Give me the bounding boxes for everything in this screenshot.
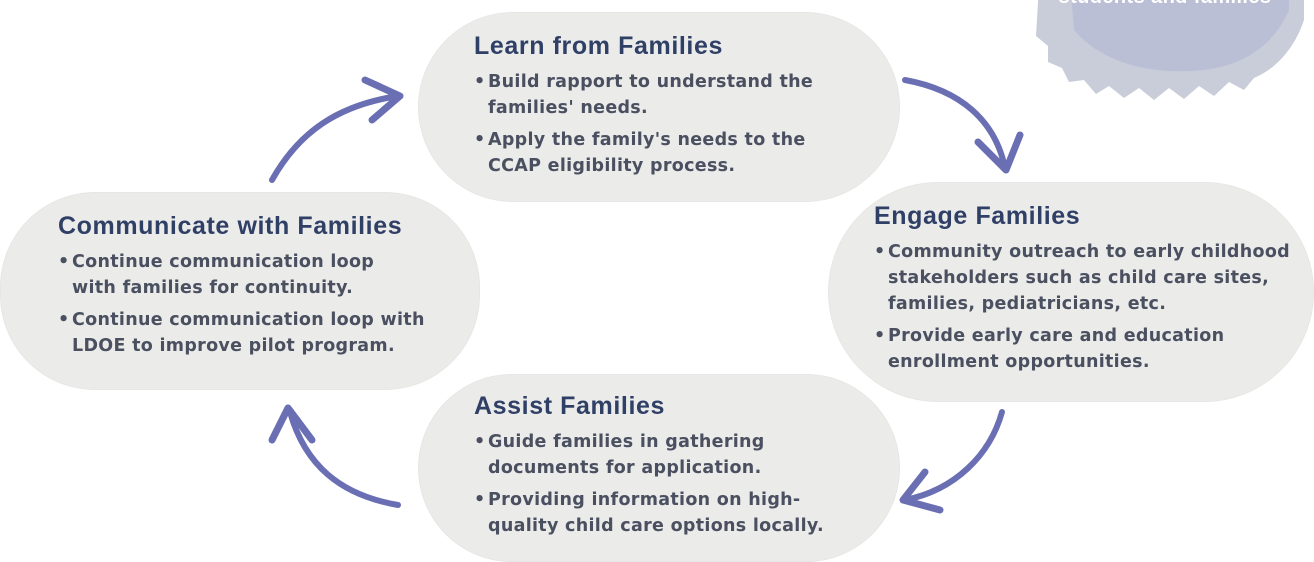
- badge-seal: [1036, 0, 1304, 100]
- node-bullets: Guide families in gathering documents fo…: [474, 429, 874, 539]
- bullet: Guide families in gathering documents fo…: [474, 429, 818, 481]
- node-title: Communicate with Families: [58, 212, 403, 240]
- node-bullets: Continue communication loop with familie…: [58, 249, 458, 359]
- bullet: Community outreach to early childhood st…: [874, 239, 1314, 317]
- node-bullets: Community outreach to early childhood st…: [874, 239, 1314, 375]
- bullet: Apply the family's needs to the CCAP eli…: [474, 127, 848, 179]
- node-assist-families: Assist Families Guide families in gather…: [418, 374, 900, 562]
- node-bullets: Build rapport to understand the families…: [474, 69, 844, 179]
- node-engage-families: Engage Families Community outreach to ea…: [828, 182, 1314, 402]
- arrow-head: [899, 468, 944, 514]
- node-title: Engage Families: [874, 202, 1081, 230]
- bullet: Providing information on high-quality ch…: [474, 487, 868, 539]
- node-communicate-with-families: Communicate with Families Continue commu…: [0, 192, 480, 390]
- node-learn-from-families: Learn from Families Build rapport to und…: [418, 12, 900, 202]
- bullet: Build rapport to understand the families…: [474, 69, 828, 121]
- arrow-head: [268, 404, 316, 444]
- node-title: Assist Families: [474, 392, 666, 420]
- arrow-learn-to-engage: [902, 77, 1008, 171]
- arrow-head: [974, 131, 1024, 174]
- bullet: Continue communication loop with familie…: [58, 249, 412, 301]
- arrow-head: [361, 76, 404, 124]
- arrow-engage-to-assist: [902, 409, 1005, 503]
- bullet: Continue communication loop with LDOE to…: [58, 307, 452, 359]
- arrow-communicate-to-learn: [269, 93, 401, 183]
- badge-text: students and families: [1040, 0, 1290, 9]
- arrow-assist-to-communicate: [287, 409, 401, 508]
- node-title: Learn from Families: [474, 32, 723, 60]
- bullet: Provide early care and education enrollm…: [874, 323, 1238, 375]
